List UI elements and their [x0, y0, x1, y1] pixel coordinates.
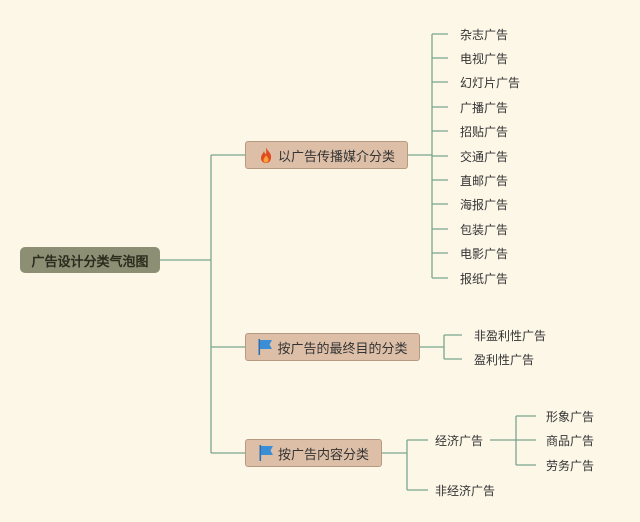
- fire-icon: [260, 147, 272, 163]
- branch-content[interactable]: 按广告内容分类: [245, 439, 382, 467]
- leaf-node[interactable]: 杂志广告: [460, 27, 509, 42]
- leaf-node[interactable]: 招贴广告: [460, 124, 509, 139]
- branch-label: 按广告内容分类: [277, 447, 369, 463]
- leaf-node[interactable]: 幻灯片广告: [460, 75, 521, 90]
- leaf-node[interactable]: 非盈利性广告: [474, 328, 547, 343]
- leaf-node[interactable]: 劳务广告: [546, 458, 595, 473]
- sub-node[interactable]: 非经济广告: [435, 483, 496, 498]
- leaf-node[interactable]: 商品广告: [546, 433, 595, 448]
- branch-purpose[interactable]: 按广告的最终目的分类: [245, 333, 420, 361]
- leaf-node[interactable]: 广播广告: [460, 100, 509, 115]
- root-node[interactable]: 广告设计分类气泡图: [20, 247, 160, 273]
- branch-label: 以广告传播媒介分类: [277, 149, 395, 165]
- leaf-node[interactable]: 电视广告: [460, 51, 509, 66]
- root-label: 广告设计分类气泡图: [31, 254, 149, 270]
- leaf-node[interactable]: 盈利性广告: [474, 352, 535, 367]
- sub-node[interactable]: 经济广告: [435, 433, 484, 448]
- leaf-node[interactable]: 形象广告: [546, 409, 595, 424]
- branch-media[interactable]: 以广告传播媒介分类: [245, 141, 408, 169]
- leaf-node[interactable]: 直邮广告: [460, 173, 509, 188]
- leaf-node[interactable]: 电影广告: [460, 246, 509, 261]
- branch-label: 按广告的最终目的分类: [277, 341, 408, 357]
- leaf-node[interactable]: 交通广告: [460, 149, 509, 164]
- leaf-node[interactable]: 海报广告: [460, 197, 509, 212]
- flag-icon: [259, 445, 273, 461]
- flag-icon: [258, 339, 273, 355]
- leaf-node[interactable]: 包装广告: [460, 222, 509, 237]
- leaf-node[interactable]: 报纸广告: [460, 271, 509, 286]
